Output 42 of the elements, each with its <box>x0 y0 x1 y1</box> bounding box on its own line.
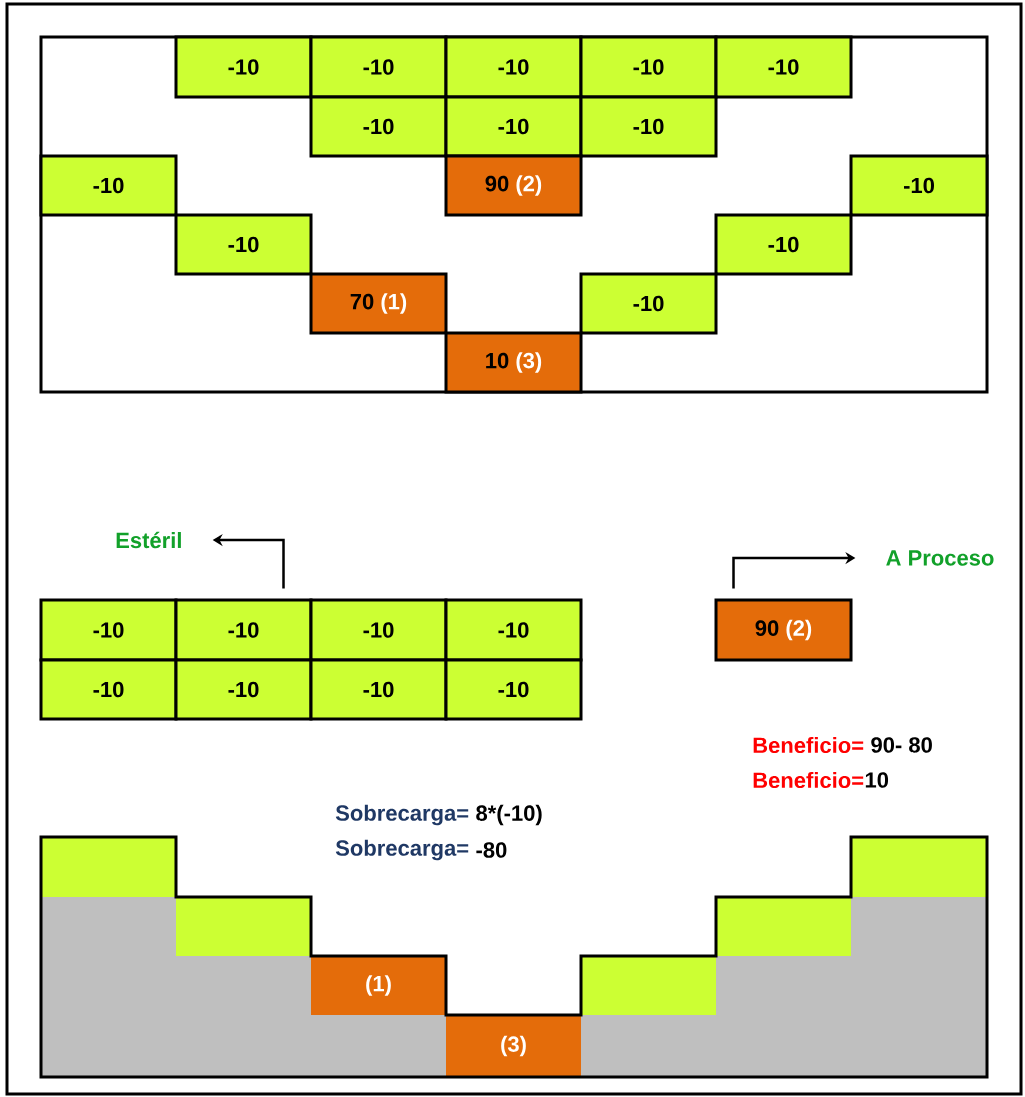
equation-label: Beneficio= <box>753 736 864 754</box>
block-cell: -10 <box>174 35 313 99</box>
equation-label: 90- 80 <box>871 737 932 753</box>
block-cell: -10 <box>579 35 718 99</box>
block-cell: -10 <box>714 213 853 276</box>
block-cell: -10 <box>39 658 178 721</box>
block-cell: (3) <box>446 1015 581 1077</box>
block-cell: -10 <box>309 658 448 721</box>
block-cell: -10 <box>309 35 448 99</box>
equation-label: 10 <box>865 772 889 788</box>
block-cell: -10 <box>579 272 718 335</box>
block-cell: -10 <box>579 95 718 158</box>
destination-label: Estéril <box>116 531 181 549</box>
block-cell: -10 <box>174 658 313 721</box>
block <box>716 897 851 956</box>
block-cell: -10 <box>174 213 313 276</box>
equation-label: Sobrecarga= <box>335 804 469 826</box>
block-cell: -10 <box>714 35 853 99</box>
block-cell: -10 <box>444 95 583 158</box>
equation-label: 8*(-10) <box>476 804 542 826</box>
block-cell: -10 <box>39 154 178 217</box>
block-cell: -10 <box>174 598 313 662</box>
block-cell: 90 (2) <box>714 598 853 662</box>
block-cell: -10 <box>309 95 448 158</box>
block-cell: -10 <box>849 154 989 217</box>
equation-label: -80 <box>476 842 507 858</box>
block-cell: -10 <box>39 598 178 662</box>
block-cell: 90 (2) <box>444 154 583 217</box>
destination-label: A Proceso <box>886 550 994 566</box>
block-cell: -10 <box>444 598 583 662</box>
equation-label: Beneficio= <box>753 771 864 789</box>
block-cell: -10 <box>444 658 583 721</box>
block <box>851 837 987 897</box>
block <box>581 956 716 1015</box>
block-cell: 10 (3) <box>444 331 583 394</box>
block-cell: 70 (1) <box>309 272 448 335</box>
block-cell: -10 <box>309 598 448 662</box>
block <box>176 897 311 956</box>
block <box>41 837 176 897</box>
equation-label: Sobrecarga= <box>335 839 469 861</box>
block-cell: -10 <box>444 35 583 99</box>
block-cell: (1) <box>311 956 446 1015</box>
